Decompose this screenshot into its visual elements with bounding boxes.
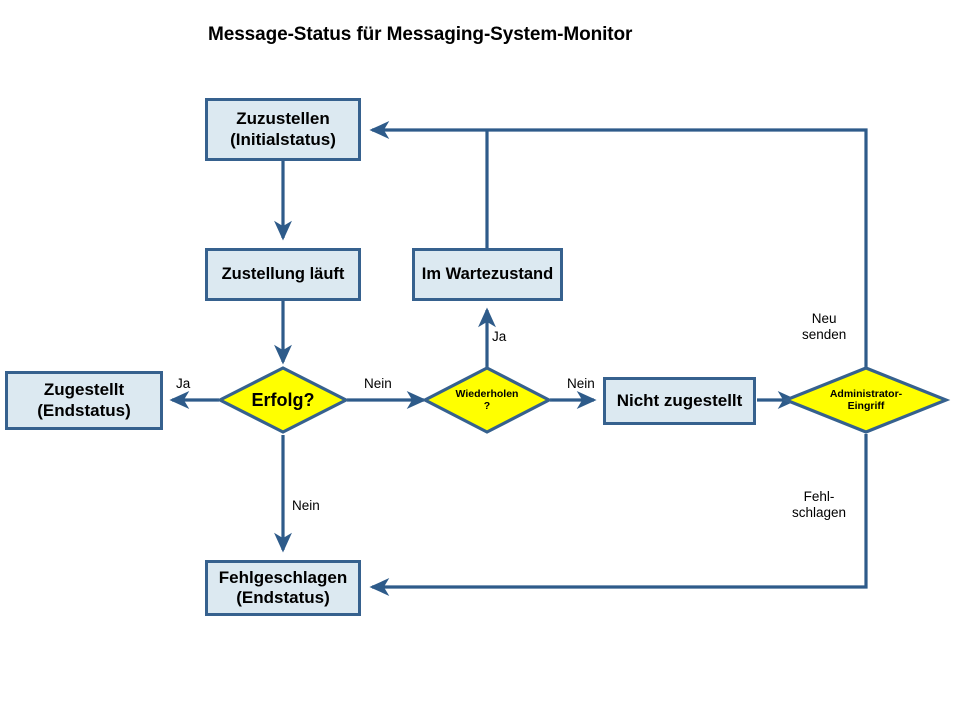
- decision-wiederholen-shape: [421, 366, 553, 434]
- node-zustellung-laeuft-line1: Zustellung läuft: [221, 264, 345, 283]
- edge-administrator-neusenden-to-zuzustellen: [369, 121, 868, 368]
- node-zuzustellen-line1: Zuzustellen: [236, 109, 330, 129]
- edge-label-erfolg-nein-down: Nein: [292, 498, 320, 513]
- node-fehlgeschlagen-line1: Fehlgeschlagen: [218, 567, 348, 587]
- node-zustellung-laeuft[interactable]: Zustellung läuft: [205, 248, 361, 301]
- node-zuzustellen[interactable]: Zuzustellen (Initialstatus): [205, 98, 361, 161]
- edge-label-erfolg-nein: Nein: [364, 376, 392, 391]
- node-zuzustellen-line2: (Initialstatus): [230, 129, 336, 149]
- page-title: Message-Status für Messaging-System-Moni…: [208, 24, 633, 45]
- decision-wiederholen[interactable]: Wiederholen ?: [421, 366, 553, 434]
- decision-administrator-eingriff[interactable]: Administrator- Eingriff: [781, 366, 951, 434]
- node-fehlgeschlagen[interactable]: Fehlgeschlagen (Endstatus): [205, 560, 361, 616]
- node-zugestellt[interactable]: Zugestellt (Endstatus): [5, 371, 163, 430]
- edge-administrator-fehlschlagen-to-fehlgeschlagen: [369, 434, 868, 596]
- edge-label-wiederholen-ja: Ja: [492, 329, 507, 344]
- edge-label-neu-senden-line1: Neu: [811, 311, 837, 326]
- node-zugestellt-line2: (Endstatus): [37, 400, 131, 420]
- edge-label-neu-senden-line2: senden: [802, 327, 847, 343]
- decision-erfolg[interactable]: Erfolg?: [216, 366, 350, 434]
- node-im-wartezustand-line1: Im Wartezustand: [421, 264, 554, 283]
- decision-erfolg-shape: [216, 366, 350, 434]
- node-zugestellt-line1: Zugestellt: [43, 380, 125, 400]
- node-fehlgeschlagen-line2: (Endstatus): [236, 588, 330, 607]
- edge-label-erfolg-ja: Ja: [176, 376, 191, 391]
- edge-label-fehlschlagen-line2: schlagen: [792, 505, 847, 521]
- node-im-wartezustand[interactable]: Im Wartezustand: [412, 248, 563, 301]
- edge-label-neu-senden: Neu senden: [802, 311, 846, 344]
- node-nicht-zugestellt-line1: Nicht zugestellt: [616, 390, 743, 410]
- edge-label-fehlschlagen: Fehl- schlagen: [792, 489, 846, 522]
- edge-label-wiederholen-nein: Nein: [567, 376, 595, 391]
- edge-label-fehlschlagen-line1: Fehl-: [803, 489, 835, 504]
- decision-administrator-shape: [781, 366, 951, 434]
- node-nicht-zugestellt[interactable]: Nicht zugestellt: [603, 377, 756, 425]
